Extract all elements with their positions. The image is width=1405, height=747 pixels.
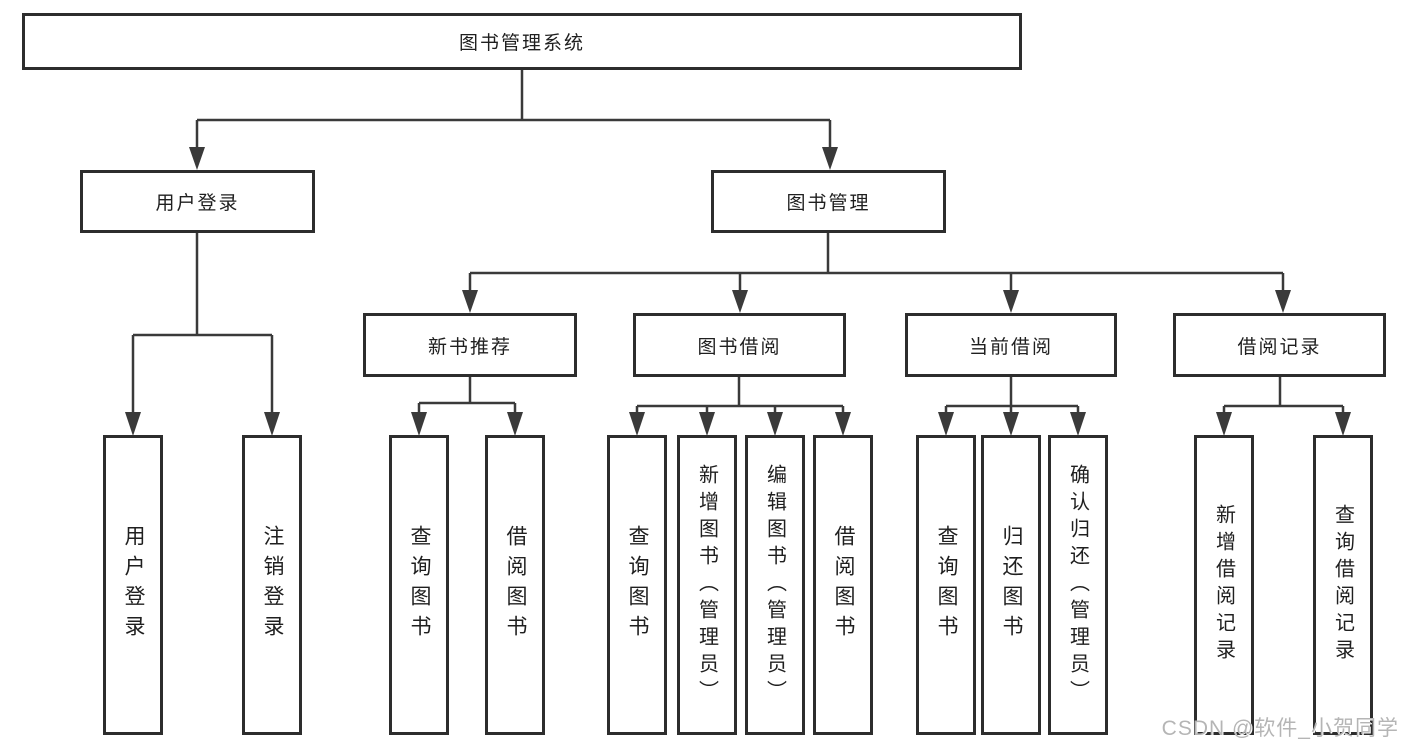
node-label: 归还图书 [1000, 525, 1023, 645]
edge-root-to-level2 [195, 70, 832, 150]
node-current-borrow: 当前借阅 [905, 313, 1117, 377]
edge-newbook-to-leaves [417, 377, 517, 414]
leaf-query-book-3: 查询图书 [916, 435, 976, 735]
arrowhead-icon [1003, 412, 1019, 436]
edge-current-to-leaves [944, 377, 1080, 414]
leaf-return-book: 归还图书 [981, 435, 1041, 735]
node-book-management: 图书管理 [711, 170, 946, 233]
leaf-borrow-book-2: 借阅图书 [813, 435, 873, 735]
node-label: 编辑图书（管理员） [763, 463, 786, 707]
arrowhead-icon [767, 412, 783, 436]
node-label: 用户登录 [155, 193, 240, 214]
edge-userlogin-to-leaves [131, 233, 274, 414]
node-label: 图书管理 [786, 193, 871, 214]
arrowhead-icon [1216, 412, 1232, 436]
arrowhead-icon [125, 412, 141, 436]
arrowhead-icon [1003, 290, 1019, 313]
node-label: 查询图书 [408, 525, 431, 645]
node-label: 借阅图书 [832, 525, 855, 645]
leaf-query-book-2: 查询图书 [607, 435, 667, 735]
edge-borrow-to-leaves [635, 377, 845, 414]
leaf-add-book-admin: 新增图书（管理员） [677, 435, 737, 735]
arrowhead-icon [264, 412, 280, 436]
node-borrow-record: 借阅记录 [1173, 313, 1386, 377]
watermark: CSDN @软件_小贺同学 [1161, 717, 1399, 740]
arrowhead-icon [835, 412, 851, 436]
arrowhead-icon [938, 412, 954, 436]
node-label: 查询图书 [626, 525, 649, 645]
node-book-borrow: 图书借阅 [633, 313, 846, 377]
node-user-login: 用户登录 [80, 170, 315, 233]
leaf-add-borrow-record: 新增借阅记录 [1194, 435, 1254, 735]
leaf-user-login: 用户登录 [103, 435, 163, 735]
arrowhead-icon [699, 412, 715, 436]
node-label: 借阅记录 [1237, 336, 1322, 358]
arrowhead-icon [629, 412, 645, 436]
leaf-query-book-1: 查询图书 [389, 435, 449, 735]
node-new-book-recommend: 新书推荐 [363, 313, 577, 377]
leaf-edit-book-admin: 编辑图书（管理员） [745, 435, 805, 735]
leaf-confirm-return-admin: 确认归还（管理员） [1048, 435, 1108, 735]
leaf-borrow-book-1: 借阅图书 [485, 435, 545, 735]
arrowhead-icon [822, 147, 838, 170]
arrowhead-icon [732, 290, 748, 313]
node-label: 查询图书 [935, 525, 958, 645]
arrowhead-icon [1275, 290, 1291, 313]
edge-bookmgmt-to-level3 [468, 233, 1285, 292]
arrowhead-icon [411, 412, 427, 436]
arrowhead-icon [1335, 412, 1351, 436]
arrowhead-icon [1070, 412, 1086, 436]
node-label: 新书推荐 [427, 336, 512, 358]
node-label: 新增借阅记录 [1212, 504, 1235, 666]
node-library-system: 图书管理系统 [22, 13, 1022, 70]
leaf-logout: 注销登录 [242, 435, 302, 735]
arrowhead-icon [189, 147, 205, 170]
node-label: 用户登录 [122, 525, 145, 645]
node-label: 注销登录 [261, 525, 284, 645]
node-label: 确认归还（管理员） [1066, 463, 1089, 707]
node-label: 图书借阅 [697, 336, 782, 358]
node-label: 当前借阅 [968, 336, 1053, 358]
node-label: 查询借阅记录 [1331, 504, 1354, 666]
arrowheads [125, 147, 1351, 436]
arrowhead-icon [462, 290, 478, 313]
node-label: 图书管理系统 [458, 33, 585, 54]
edge-record-to-leaves [1222, 377, 1345, 414]
arrowhead-icon [507, 412, 523, 436]
node-label: 新增图书（管理员） [695, 463, 718, 707]
node-label: 借阅图书 [504, 525, 527, 645]
leaf-query-borrow-record: 查询借阅记录 [1313, 435, 1373, 735]
